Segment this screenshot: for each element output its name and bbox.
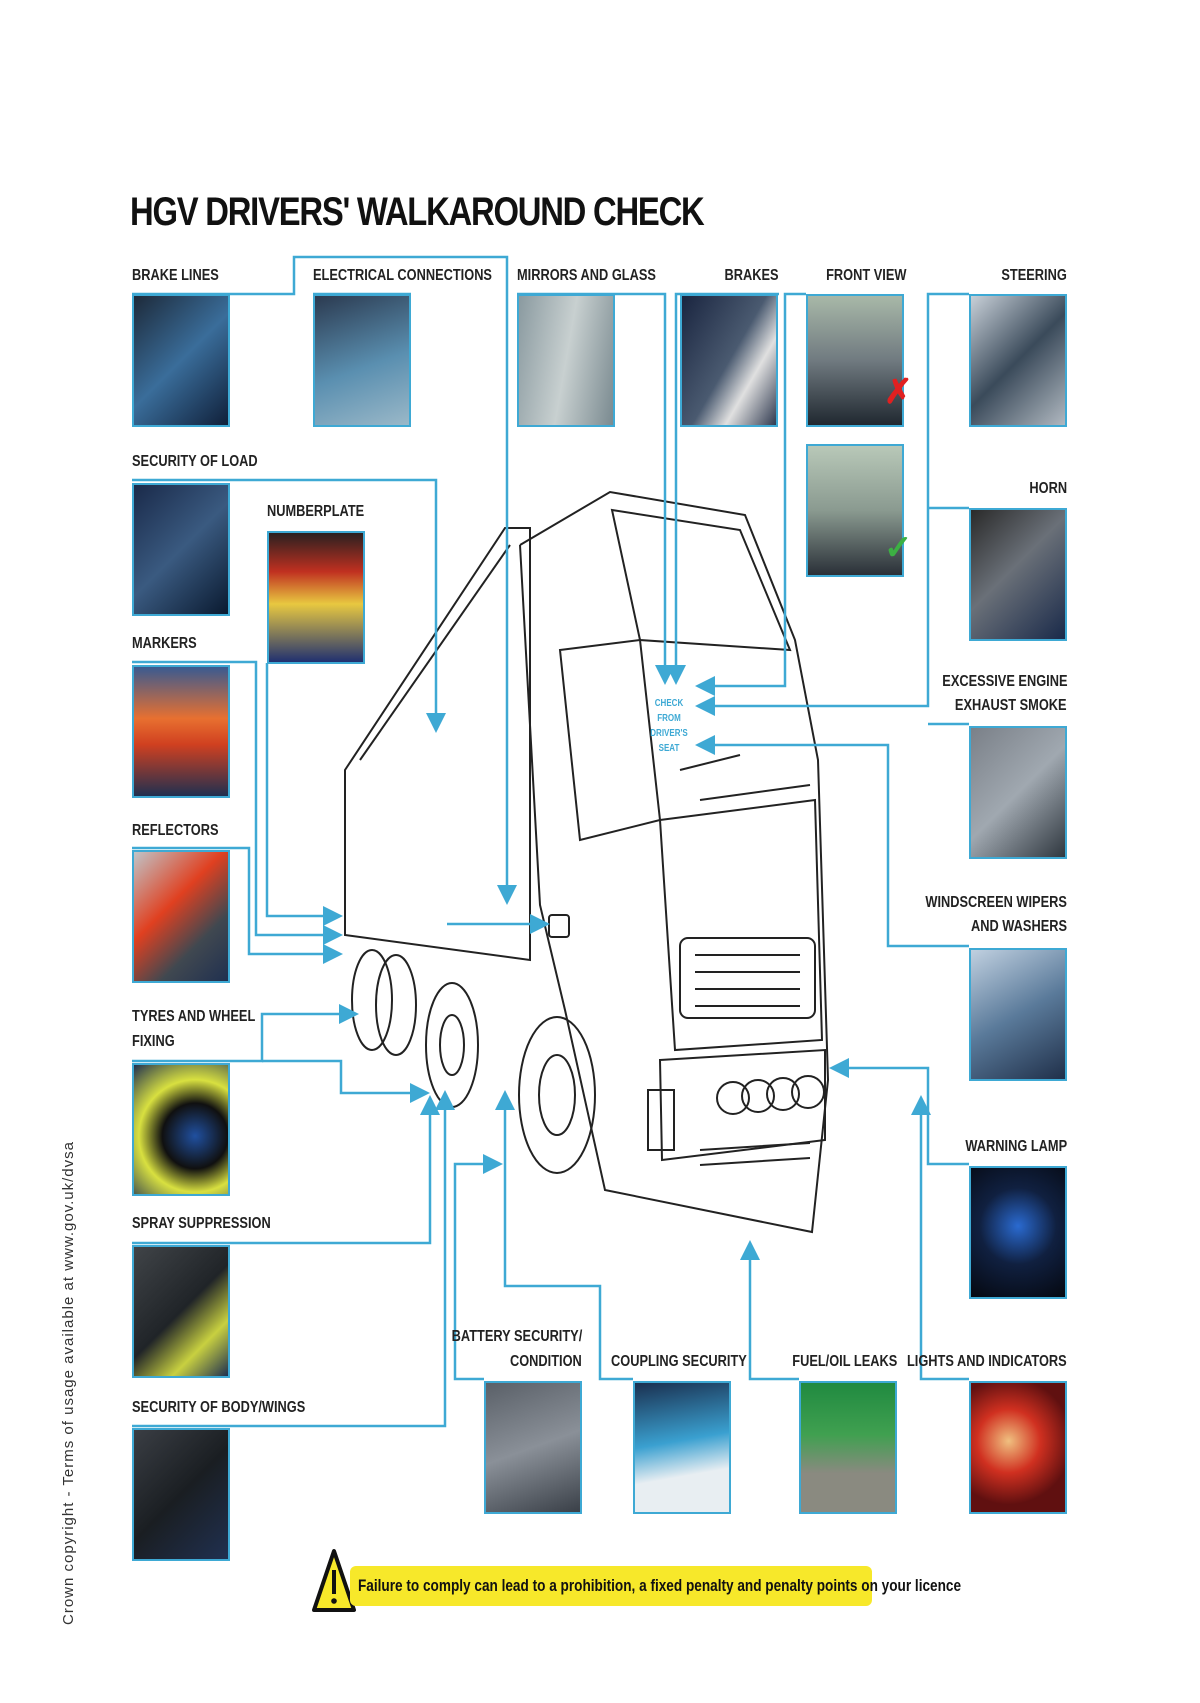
photo-electrical-connections — [313, 294, 411, 427]
page-title: HGV DRIVERS' WALKAROUND CHECK — [130, 190, 705, 234]
label-reflectors: REFLECTORS — [132, 822, 219, 839]
photo-lights-and-indicators — [969, 1381, 1067, 1514]
photo-spray-suppression — [132, 1245, 230, 1378]
label-brakes: BRAKES — [724, 267, 779, 284]
label-tyres-2: FIXING — [132, 1033, 175, 1050]
label-brake-lines: BRAKE LINES — [132, 267, 219, 284]
label-electrical-connections: ELECTRICAL CONNECTIONS — [313, 267, 492, 284]
warning-banner: Failure to comply can lead to a prohibit… — [350, 1566, 961, 1606]
label-tyres-1: TYRES AND WHEEL — [132, 1008, 256, 1025]
label-mirrors-and-glass: MIRRORS AND GLASS — [517, 267, 656, 284]
photo-wipers — [969, 948, 1067, 1081]
photo-battery — [484, 1381, 582, 1514]
label-front-view: FRONT VIEW — [825, 267, 906, 284]
note-line: DRIVER'S — [650, 728, 688, 739]
label-battery-2: CONDITION — [510, 1353, 582, 1370]
photo-front-view-good — [806, 444, 904, 577]
photo-numberplate — [267, 531, 365, 664]
photo-mirrors-and-glass — [517, 294, 615, 427]
label-security-of-load: SECURITY OF LOAD — [132, 453, 258, 470]
label-wipers-2: AND WASHERS — [970, 918, 1067, 935]
photo-security-of-load — [132, 483, 230, 616]
note-line: SEAT — [658, 743, 680, 754]
photo-fuel-oil-leaks — [799, 1381, 897, 1514]
label-lights-and-indicators: LIGHTS AND INDICATORS — [907, 1353, 1067, 1370]
photo-front-view-bad — [806, 294, 904, 427]
photo-steering — [969, 294, 1067, 427]
photo-exhaust-smoke — [969, 726, 1067, 859]
label-coupling-security: COUPLING SECURITY — [611, 1353, 747, 1370]
connector-lines — [132, 255, 969, 1428]
label-wipers-1: WINDSCREEN WIPERS — [925, 894, 1067, 911]
check-from-drivers-seat-note: CHECK FROM DRIVER'S SEAT — [646, 696, 692, 756]
photo-horn — [969, 508, 1067, 641]
label-battery-1: BATTERY SECURITY/ — [451, 1328, 582, 1345]
label-markers: MARKERS — [132, 635, 197, 652]
label-exhaust-smoke-2: EXHAUST SMOKE — [955, 697, 1067, 714]
label-steering: STEERING — [1001, 267, 1067, 284]
photo-coupling-security — [633, 1381, 731, 1514]
label-security-of-body: SECURITY OF BODY/WINGS — [132, 1399, 306, 1416]
warning-text: Failure to comply can lead to a prohibit… — [358, 1576, 962, 1595]
label-numberplate: NUMBERPLATE — [267, 503, 365, 520]
label-warning-lamp: WARNING LAMP — [965, 1138, 1067, 1155]
photo-markers — [132, 665, 230, 798]
label-fuel-oil-leaks: FUEL/OIL LEAKS — [791, 1353, 897, 1370]
note-line: CHECK FROM — [654, 698, 684, 724]
photo-warning-lamp — [969, 1166, 1067, 1299]
label-horn: HORN — [1029, 480, 1067, 497]
copyright-side-text: Crown copyright - Terms of usage availab… — [60, 1141, 77, 1625]
label-exhaust-smoke-1: EXCESSIVE ENGINE — [941, 673, 1067, 690]
photo-brakes — [680, 294, 778, 427]
cross-icon: ✗ — [884, 373, 913, 411]
photo-security-of-body — [132, 1428, 230, 1561]
photo-brake-lines — [132, 294, 230, 427]
truck-drawing — [344, 490, 830, 1234]
check-icon: ✓ — [884, 529, 913, 567]
label-spray-suppression: SPRAY SUPPRESSION — [132, 1215, 271, 1232]
photo-tyres — [132, 1063, 230, 1196]
warning-triangle-icon — [312, 1549, 356, 1612]
photo-reflectors — [132, 850, 230, 983]
